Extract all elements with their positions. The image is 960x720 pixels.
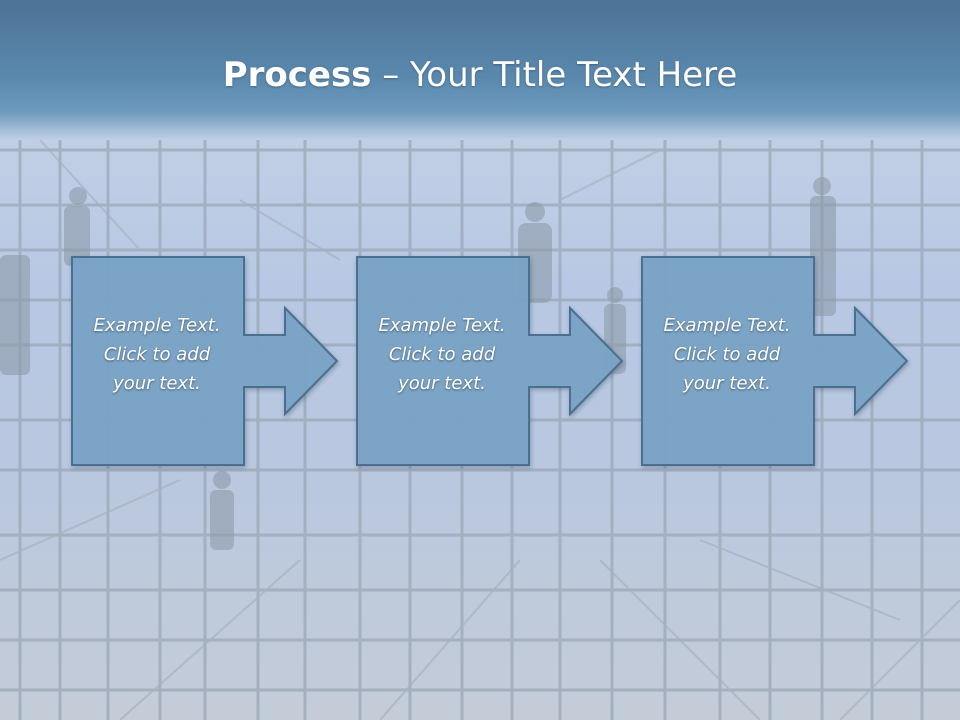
step-text-line: your text. — [398, 373, 486, 394]
process-step-1-text[interactable]: Example Text. Click to add your text. — [72, 311, 242, 398]
slide-title[interactable]: Process – Your Title Text Here — [0, 54, 960, 96]
step-text-line: Example Text. — [378, 315, 506, 336]
title-rest-text: – Your Title Text Here — [371, 55, 738, 95]
step-text-line: Example Text. — [93, 315, 221, 336]
step-text-line: your text. — [683, 373, 771, 394]
step-text-line: Click to add — [388, 344, 496, 365]
process-step-3-shape[interactable] — [641, 256, 909, 466]
process-step-2-shape[interactable] — [356, 256, 624, 466]
title-band — [0, 0, 960, 140]
process-step-2-text[interactable]: Example Text. Click to add your text. — [357, 311, 527, 398]
step-text-line: your text. — [113, 373, 201, 394]
step-text-line: Example Text. — [663, 315, 791, 336]
process-step-1-shape[interactable] — [71, 256, 339, 466]
step-text-line: Click to add — [673, 344, 781, 365]
step-text-line: Click to add — [103, 344, 211, 365]
title-bold-word: Process — [222, 55, 372, 95]
process-step-3-text[interactable]: Example Text. Click to add your text. — [642, 311, 812, 398]
